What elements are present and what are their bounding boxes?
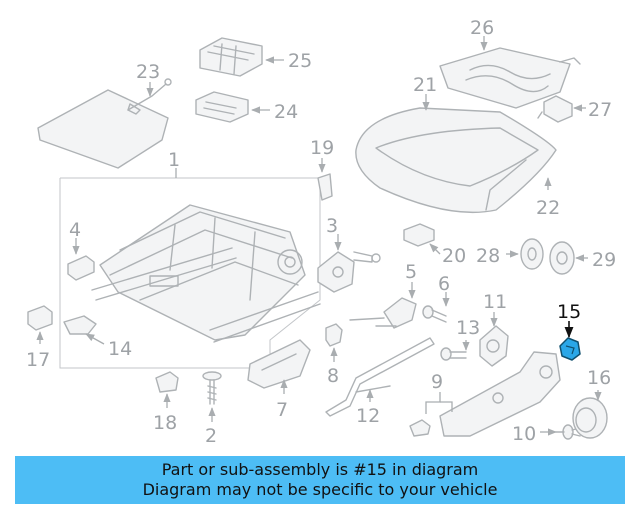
part-1-seat-frame [59,177,321,369]
part-24-control-unit [195,91,249,123]
callout-20: 20 [442,245,466,267]
part-15-highlighted[interactable] [559,337,581,361]
banner-line-1: Part or sub-assembly is #15 in diagram [161,460,479,479]
callout-18: 18 [153,412,177,434]
callout-6: 6 [438,273,450,295]
callout-23: 23 [136,61,160,83]
side-shield [439,351,561,437]
part-3-bracket [317,251,381,293]
callout-8: 8 [327,365,339,387]
info-banner: Part or sub-assembly is #15 in diagram D… [15,456,625,504]
part-13-bolt [440,347,467,361]
part-19-clip [317,173,333,201]
callout-3: 3 [326,215,338,237]
part-6-bolt [422,305,447,323]
callout-1: 1 [168,149,180,171]
callout-5: 5 [405,261,417,283]
callout-9: 9 [431,371,443,393]
callout-7: 7 [276,399,288,421]
part-9-clips [409,392,453,437]
part-29-gear [549,241,575,275]
part-11-plate [479,325,509,367]
callout-24: 24 [274,101,298,123]
callout-13: 13 [456,317,480,339]
part-27-connector [537,95,573,123]
callout-29: 29 [592,249,616,271]
callout-4: 4 [69,219,81,241]
callout-25: 25 [288,50,312,72]
part-28-gear [520,238,544,270]
callout-14: 14 [108,338,132,360]
part-18-clip [155,371,179,393]
callout-21: 21 [413,74,437,96]
callout-22: 22 [536,197,560,219]
part-12-cable [325,337,435,417]
callout-15: 15 [557,301,581,323]
part-2-screw [202,371,222,405]
part-4-slider [67,255,95,281]
part-5-bracket [349,297,417,329]
callout-26: 26 [470,17,494,39]
callout-17: 17 [26,349,50,371]
part-25-module [199,37,263,77]
callout-27: 27 [588,99,612,121]
callout-16: 16 [587,367,611,389]
part-7-trim [247,339,311,389]
part-21-cushion [355,107,557,214]
part-26-heating-pad [439,47,581,109]
part-17-bracket [27,305,53,331]
callout-10: 10 [512,423,536,445]
banner-line-2: Diagram may not be specific to your vehi… [142,480,498,499]
part-14-cover [63,315,97,335]
callout-11: 11 [483,291,507,313]
callout-19: 19 [310,137,334,159]
part-16-cover [572,397,608,439]
parts-diagram: 1 23 25 24 26 27 21 22 [26,17,616,447]
callout-28: 28 [476,245,500,267]
part-20-block [403,223,435,247]
callout-12: 12 [356,405,380,427]
part-23-mat [37,78,172,169]
part-10-screw [555,424,581,440]
callout-2: 2 [205,425,217,447]
part-8-clip [325,323,343,347]
